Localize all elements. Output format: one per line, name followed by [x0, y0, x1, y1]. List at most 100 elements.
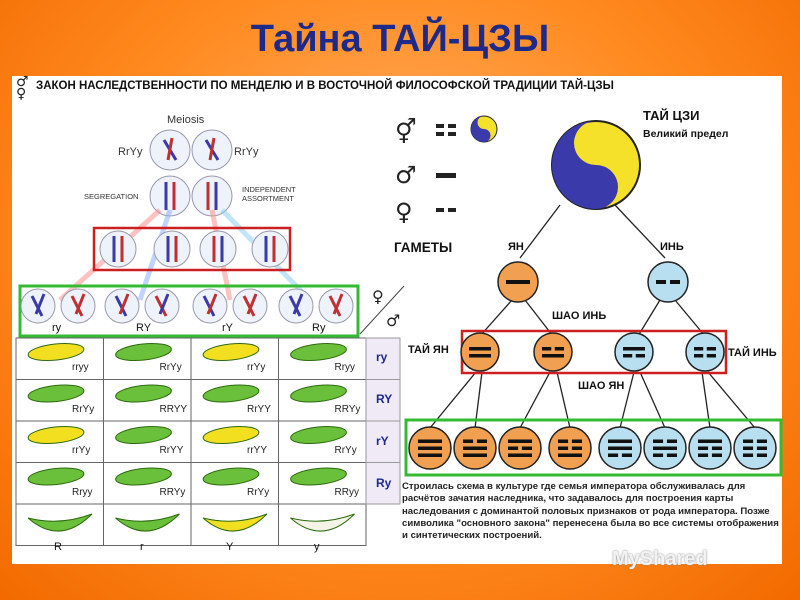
gamete-cell — [144, 288, 180, 324]
genotype-label: RrYY — [247, 403, 271, 415]
grid-cell — [278, 420, 367, 463]
trigram-node — [548, 426, 592, 470]
grid-cell — [190, 420, 279, 463]
gamete-cell — [318, 288, 354, 324]
allele-label: r — [140, 541, 144, 553]
genotype-label: RrYY — [159, 445, 184, 456]
female-icon: ♀ — [395, 198, 413, 226]
grid-cell — [15, 420, 104, 463]
meiosis-cells — [149, 129, 233, 217]
hermaphrodite-icon: ⚥ — [395, 118, 417, 146]
genotype-label: rrYy — [247, 362, 266, 373]
genotype-label: rryy — [72, 362, 89, 373]
slide-title: Тайна ТАЙ-ЦЗЫ — [250, 18, 550, 60]
grid-cell — [15, 462, 104, 505]
yin-label: ИНЬ — [660, 241, 684, 253]
trigram-green-box — [404, 418, 783, 477]
bigram-node — [614, 332, 654, 372]
trigram-node — [598, 426, 642, 470]
trigram-node — [498, 426, 542, 470]
grid-cell — [190, 462, 279, 505]
genotype-label: RrYy — [247, 486, 270, 498]
pea-pod — [27, 384, 85, 403]
meiosis-label: Meiosis — [167, 114, 205, 126]
gamete-label: ry — [52, 322, 62, 334]
genotype-label: RRyy — [334, 486, 359, 498]
gamete-cell — [278, 288, 314, 324]
gender-symbols-icon: ♂♀ — [16, 74, 29, 102]
bigram-node — [460, 332, 500, 372]
pea-pod — [27, 426, 85, 444]
watermark: MyShared — [612, 548, 708, 570]
gamete-cell — [192, 288, 228, 324]
pea-pod — [115, 426, 172, 444]
segregation-label: SEGREGATION — [84, 192, 139, 201]
genotype-label: Rryy — [334, 362, 356, 373]
gamete-cell — [232, 288, 268, 324]
gamete-cell — [104, 288, 140, 324]
pea-pod — [27, 513, 93, 532]
trigram-node — [643, 426, 687, 470]
pea-pod — [115, 467, 172, 486]
genotype-label: RrYy — [159, 362, 182, 373]
pea-pod — [115, 343, 172, 361]
row-label-cell — [365, 337, 401, 380]
grid-cell — [103, 337, 192, 380]
row-label: rY — [376, 434, 389, 448]
female-small-icon: ♀ — [372, 287, 384, 306]
taiji-subtitle: Великий предел — [643, 128, 729, 140]
male-small-icon: ♂ — [386, 311, 400, 330]
gamete-cell — [20, 288, 56, 324]
pea-pod — [290, 343, 347, 361]
pea-pod — [290, 513, 355, 532]
pea-pod — [27, 343, 85, 361]
genotype-label: rrYy — [72, 445, 91, 456]
yang-label: ЯН — [508, 241, 524, 253]
row-label: RY — [376, 392, 393, 406]
pea-pod — [202, 343, 260, 361]
grid-cell — [190, 337, 279, 380]
grid-cell — [278, 503, 367, 546]
divider-diagonal — [359, 285, 405, 335]
pea-pod — [115, 384, 172, 403]
yang-node — [497, 261, 539, 303]
pea-pod — [290, 467, 347, 486]
gamete-label: RY — [136, 322, 152, 334]
grid-cell — [190, 503, 279, 546]
trigram-node — [733, 426, 777, 470]
allele-label: y — [314, 541, 320, 553]
grid-cell — [15, 503, 104, 546]
row-label: Ry — [376, 476, 392, 490]
grid-cell — [103, 503, 192, 546]
pea-pod — [202, 467, 260, 486]
pea-pod — [290, 384, 347, 403]
pea-pod — [290, 426, 347, 444]
pea-pod — [27, 467, 85, 486]
trigram-node — [408, 426, 452, 470]
row-label: ry — [376, 350, 388, 364]
shao-yin-label: ШАО ИНЬ — [552, 310, 607, 322]
allele-label: Y — [226, 541, 234, 553]
gametes-label: ГАМЕТЫ — [394, 240, 453, 255]
genotype-label: RrYy — [72, 403, 95, 415]
grid-cell — [278, 379, 367, 422]
trigram-node — [688, 426, 732, 470]
genotype-label: RrYy — [334, 445, 357, 456]
parent-right-label: RrYy — [234, 146, 259, 158]
tai-yin-label: ТАЙ ИНЬ — [728, 347, 777, 359]
pea-pod — [202, 384, 260, 403]
genotype-label: rrYY — [247, 445, 267, 456]
trigram-node — [453, 426, 497, 470]
parent-left-label: RrYy — [118, 146, 143, 158]
grid-cell — [103, 462, 192, 505]
gametes-green-box — [18, 284, 360, 338]
taiji-title: ТАЙ ЦЗИ — [643, 108, 700, 123]
grid-cell — [15, 379, 104, 422]
allele-label: R — [54, 541, 62, 553]
gamete-label: rY — [222, 322, 233, 334]
pea-pod — [202, 426, 260, 444]
pea-pod — [115, 513, 180, 532]
row-label-cell — [365, 379, 401, 422]
bigram-node — [685, 332, 725, 372]
